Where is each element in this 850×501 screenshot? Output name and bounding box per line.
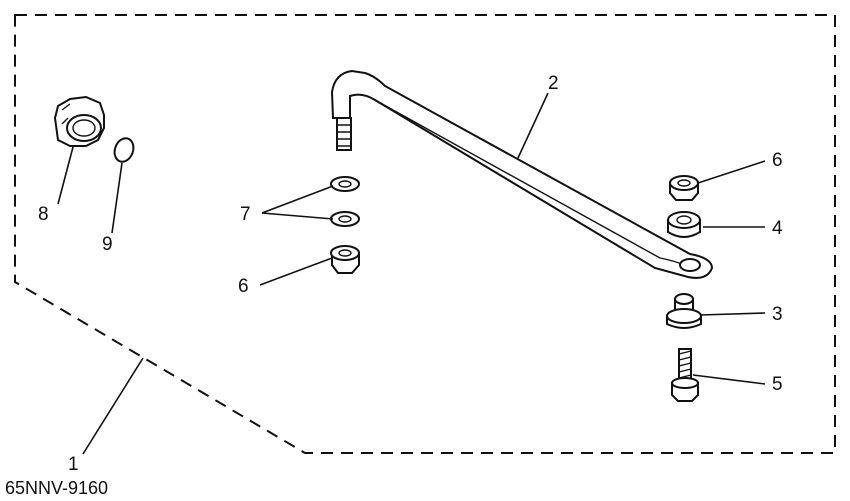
callout-9: 9 bbox=[102, 234, 113, 255]
part-6-nut-right bbox=[669, 175, 699, 201]
part-2-steering-rod bbox=[330, 69, 714, 279]
callout-7: 7 bbox=[240, 204, 251, 225]
callout-1: 1 bbox=[68, 454, 79, 475]
part-3-collar bbox=[666, 293, 702, 329]
leader-lines bbox=[57, 92, 766, 455]
callout-3: 3 bbox=[772, 304, 783, 325]
part-7-washer-upper bbox=[330, 176, 360, 192]
part-5-bolt bbox=[671, 348, 699, 402]
part-7-washer-lower bbox=[330, 211, 360, 227]
callout-8: 8 bbox=[38, 204, 49, 225]
callout-6-right: 6 bbox=[772, 150, 783, 171]
callout-4: 4 bbox=[772, 218, 783, 239]
part-8-fitting bbox=[53, 95, 105, 147]
part-4-bushing bbox=[667, 211, 701, 238]
drawing-code: 65NNV-9160 bbox=[5, 478, 108, 498]
callout-5: 5 bbox=[772, 374, 783, 395]
callout-2: 2 bbox=[548, 73, 559, 94]
part-6-nut-left bbox=[330, 245, 360, 274]
part-9-o-ring bbox=[113, 137, 135, 163]
callout-6-left: 6 bbox=[238, 276, 249, 297]
kit-boundary bbox=[14, 14, 836, 454]
